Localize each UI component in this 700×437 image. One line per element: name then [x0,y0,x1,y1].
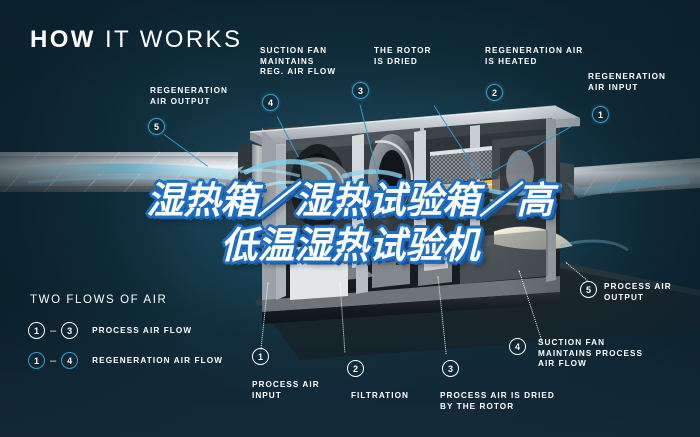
leader-line-5-process [565,262,590,283]
callout-badge-regeneration-air-heated[interactable]: 2 [486,84,503,101]
leader-line-4-process [518,270,543,343]
callout-label-regeneration-air-input: REGENERATION AIR INPUT [588,72,666,92]
legend-row-process: 1 – 3 PROCESS AIR FLOW [28,322,192,339]
chinese-title-line-1: 湿热箱／湿热试验箱／高 [146,179,554,222]
callout-badge-process-air-input[interactable]: 1 [252,348,269,365]
callout-label-regeneration-air-heated: REGENERATION AIR IS HEATED [485,46,584,66]
legend-dash-process: – [50,324,57,337]
leader-line-1-regen [480,125,574,179]
callout-badge-process-air-output[interactable]: 5 [580,281,597,298]
callout-label-suction-fan-reg: SUCTION FAN MAINTAINS REG. AIR FLOW [260,46,337,76]
callout-badge-suction-fan-reg[interactable]: 4 [262,94,279,111]
leader-line-1-process [260,282,269,353]
callout-badge-rotor-is-dried[interactable]: 3 [352,82,369,99]
legend-title: TWO FLOWS OF AIR [30,294,168,306]
leader-line-2-process [339,282,346,353]
page-title-bold: HOW [30,26,96,53]
legend-text-process: PROCESS AIR FLOW [92,326,193,335]
callout-badge-suction-fan-process[interactable]: 4 [509,338,526,355]
callout-label-rotor-is-dried: THE ROTOR IS DRIED [374,46,432,66]
legend-badge-regeneration-to: 4 [61,352,79,369]
chinese-title-line-2: 低温湿热试验机 [220,224,480,267]
page-title-light: IT WORKS [104,26,243,53]
callout-label-process-air-dried: PROCESS AIR IS DRIED BY THE ROTOR [440,391,555,411]
chinese-title-overlay: 湿热箱／湿热试验箱／高 低温湿热试验机 [0,178,700,268]
callout-label-suction-fan-process: SUCTION FAN MAINTAINS PROCESS AIR FLOW [538,338,644,368]
legend-dash-regeneration: – [50,354,57,367]
callout-label-process-air-output: PROCESS AIR OUTPUT [604,282,672,302]
leader-line-4-regen [276,116,300,158]
callout-badge-regeneration-air-input[interactable]: 1 [592,106,609,123]
callout-label-process-air-input: PROCESS AIR INPUT [252,380,320,400]
legend-badge-regeneration-from: 1 [28,352,45,369]
leader-line-3-process [437,276,447,355]
leader-line-5-regen [163,134,208,167]
callout-badge-filtration[interactable]: 2 [347,360,364,377]
legend-text-regeneration: REGENERATION AIR FLOW [92,356,224,365]
callout-label-regeneration-air-output: REGENERATION AIR OUTPUT [150,86,228,106]
legend-badge-process-from: 1 [28,322,45,339]
callout-badge-process-air-dried[interactable]: 3 [442,360,459,377]
legend-row-regeneration: 1 – 4 REGENERATION AIR FLOW [28,352,223,369]
legend-badge-process-to: 3 [61,322,79,339]
callout-badge-regeneration-air-output[interactable]: 5 [148,118,165,135]
leader-line-3-regen [359,104,380,181]
page-title: HOW IT WORKS [30,26,242,54]
callout-label-filtration: FILTRATION [351,391,409,400]
